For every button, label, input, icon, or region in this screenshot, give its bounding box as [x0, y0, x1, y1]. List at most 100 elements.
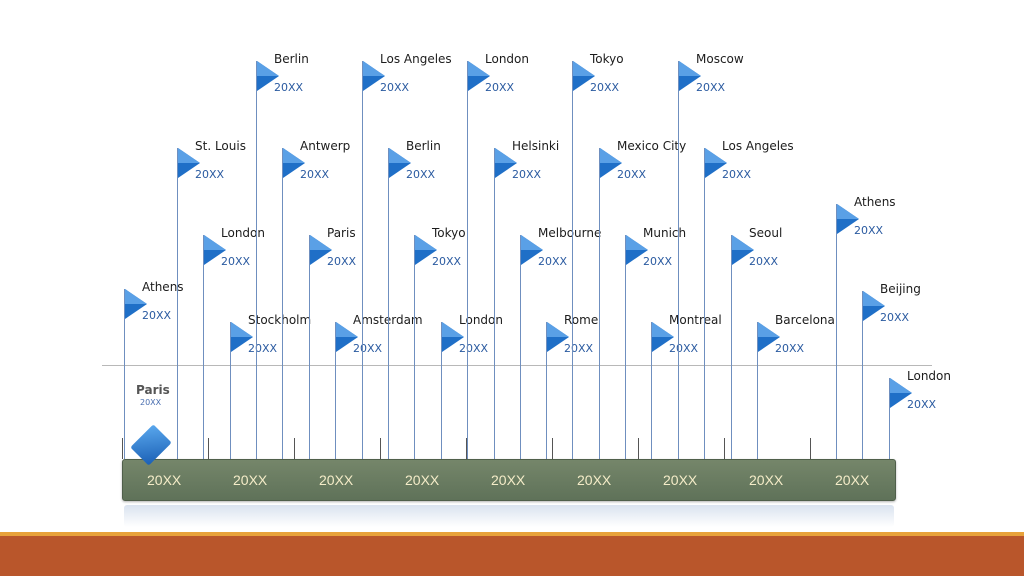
- flag-icon: [336, 322, 358, 352]
- flag-icon: [310, 235, 332, 265]
- milestone-year: 20XX: [485, 81, 515, 94]
- flag-icon: [204, 235, 226, 265]
- flag-pole: [124, 289, 125, 459]
- flag-icon: [495, 148, 517, 178]
- milestone-city: Athens: [142, 280, 184, 294]
- milestone-year: 20XX: [749, 255, 779, 268]
- flag-icon: [468, 61, 490, 91]
- bar-year-label: 20XX: [835, 472, 870, 488]
- milestone-city: Montreal: [669, 313, 722, 327]
- milestone-city: London: [221, 226, 265, 240]
- flag-icon: [626, 235, 648, 265]
- flag-icon: [257, 61, 279, 91]
- milestone-city: Barcelona: [775, 313, 835, 327]
- milestone-city: Mexico City: [617, 139, 687, 153]
- bar-tick: [552, 438, 553, 459]
- milestone-year: 20XX: [142, 309, 172, 322]
- milestone-year: 20XX: [775, 342, 805, 355]
- bar-year-label: 20XX: [491, 472, 526, 488]
- flag-pole: [467, 61, 468, 459]
- flag-pole: [836, 204, 837, 459]
- milestone-city: Stockholm: [248, 313, 312, 327]
- flag-icon: [732, 235, 754, 265]
- bar-year-label: 20XX: [233, 472, 268, 488]
- milestone-city: London: [485, 52, 529, 66]
- milestone-city: London: [907, 369, 951, 383]
- flag-pole: [441, 322, 442, 459]
- flag-pole: [731, 235, 732, 459]
- milestone-year: 20XX: [696, 81, 726, 94]
- flag-pole: [651, 322, 652, 459]
- milestone-city: Beijing: [880, 282, 921, 296]
- milestone-year: 20XX: [669, 342, 699, 355]
- bar-tick: [208, 438, 209, 459]
- flag-pole: [862, 291, 863, 459]
- milestone-year: 20XX: [564, 342, 594, 355]
- flag-icon: [442, 322, 464, 352]
- milestone-city: Tokyo: [432, 226, 466, 240]
- footer-accent-stripe: [0, 532, 1024, 536]
- baseline-divider: [102, 365, 932, 366]
- milestone-year: 20XX: [617, 168, 647, 181]
- flag-icon: [652, 322, 674, 352]
- milestone-city: London: [459, 313, 503, 327]
- milestone-year: 20XX: [327, 255, 357, 268]
- bar-year-label: 20XX: [749, 472, 784, 488]
- flag-pole: [625, 235, 626, 459]
- bar-tick: [810, 438, 811, 459]
- flag-icon: [283, 148, 305, 178]
- bar-year-label: 20XX: [663, 472, 698, 488]
- milestone-city: Tokyo: [590, 52, 624, 66]
- milestone-city: Amsterdam: [353, 313, 423, 327]
- start-city-label: Paris: [136, 383, 170, 397]
- milestone-year: 20XX: [380, 81, 410, 94]
- milestone-city: Berlin: [274, 52, 309, 66]
- flag-icon: [389, 148, 411, 178]
- bar-year-label: 20XX: [577, 472, 612, 488]
- flag-pole: [335, 322, 336, 459]
- flag-pole: [599, 148, 600, 459]
- flag-icon: [521, 235, 543, 265]
- flag-pole: [309, 235, 310, 459]
- milestone-year: 20XX: [353, 342, 383, 355]
- milestone-city: Helsinki: [512, 139, 560, 153]
- flag-pole: [388, 148, 389, 459]
- milestone-year: 20XX: [854, 224, 884, 237]
- flag-icon: [573, 61, 595, 91]
- bar-tick: [724, 438, 725, 459]
- year-bar-reflection: [124, 505, 894, 527]
- milestone-year: 20XX: [643, 255, 673, 268]
- milestone-year: 20XX: [406, 168, 436, 181]
- flag-pole: [230, 322, 231, 459]
- milestone-year: 20XX: [274, 81, 304, 94]
- milestone-city: Los Angeles: [722, 139, 794, 153]
- flag-icon: [231, 322, 253, 352]
- bar-tick: [466, 438, 467, 459]
- flag-pole: [520, 235, 521, 459]
- start-year-label: 20XX: [140, 398, 162, 407]
- milestone-city: Antwerp: [300, 139, 351, 153]
- milestone-year: 20XX: [195, 168, 225, 181]
- flag-pole: [572, 61, 573, 459]
- flag-pole: [704, 148, 705, 459]
- flag-pole: [757, 322, 758, 459]
- milestone-city: Melbourne: [538, 226, 602, 240]
- milestone-city: Moscow: [696, 52, 744, 66]
- milestone-year: 20XX: [221, 255, 251, 268]
- bar-year-label: 20XX: [405, 472, 440, 488]
- flag-icon: [890, 378, 912, 408]
- flag-pole: [414, 235, 415, 459]
- milestone-city: Rome: [564, 313, 599, 327]
- milestone-city: Los Angeles: [380, 52, 452, 66]
- milestone-year: 20XX: [459, 342, 489, 355]
- milestone-year: 20XX: [512, 168, 542, 181]
- milestone-city: Berlin: [406, 139, 441, 153]
- milestone-year: 20XX: [300, 168, 330, 181]
- milestone-year: 20XX: [722, 168, 752, 181]
- milestone-city: Seoul: [749, 226, 783, 240]
- milestone-year: 20XX: [538, 255, 568, 268]
- milestone-city: Munich: [643, 226, 687, 240]
- bar-tick: [122, 438, 123, 459]
- bar-tick: [294, 438, 295, 459]
- flag-pole: [256, 61, 257, 459]
